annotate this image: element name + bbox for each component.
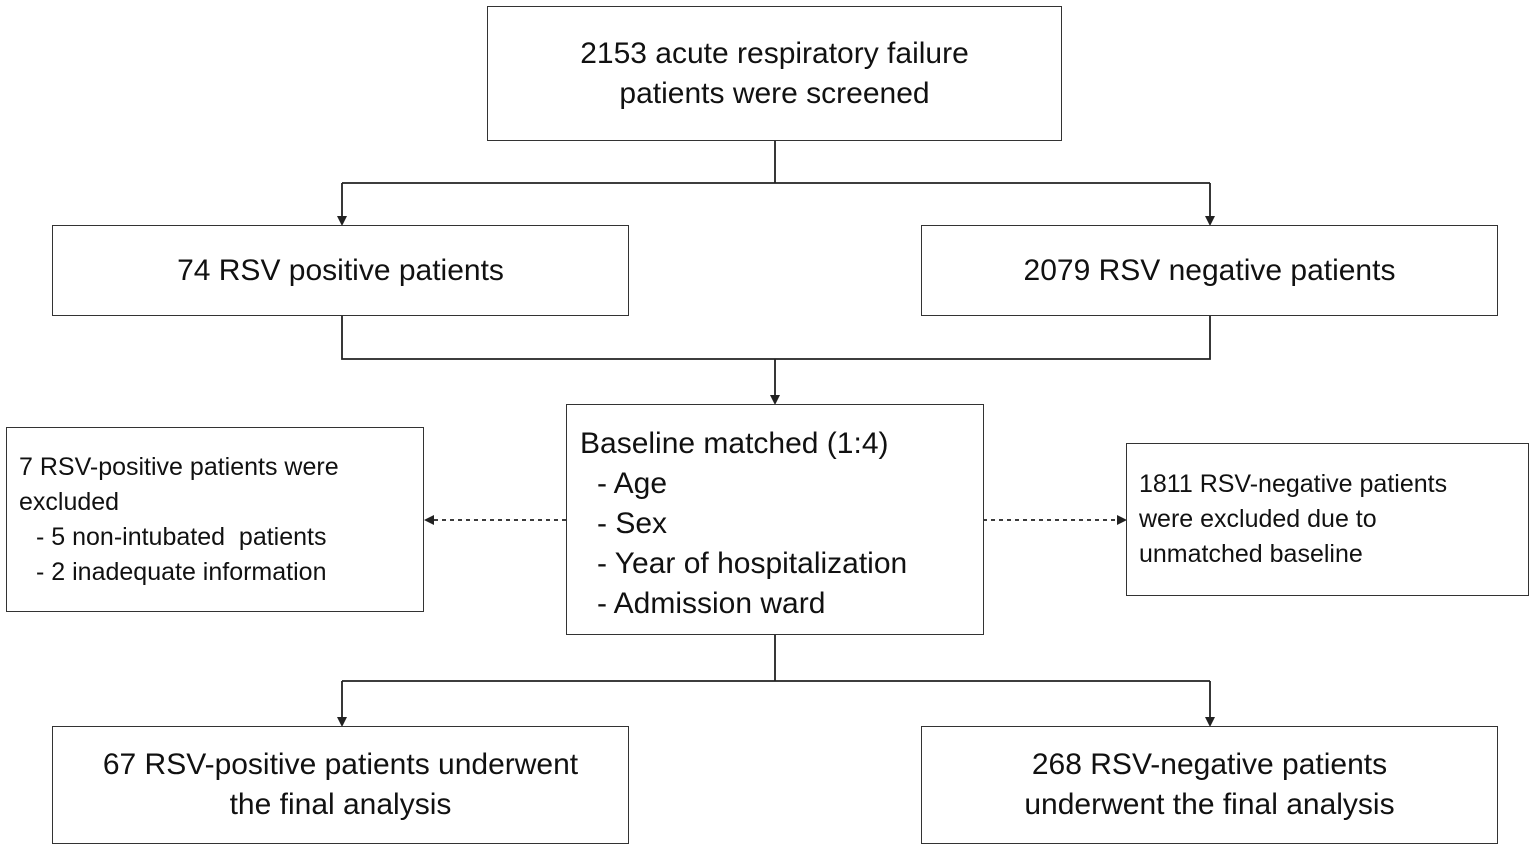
excluded-positive-line1: 7 RSV-positive patients were [19,452,339,481]
final-negative-box: 268 RSV-negative patients underwent the … [921,726,1498,844]
final-positive-line1: 67 RSV-positive patients underwent [102,748,579,781]
rsv-positive-box: 74 RSV positive patients [52,225,629,316]
screened-line1: 2153 acute respiratory failure [580,36,969,70]
merge-line [341,315,1211,360]
excluded-positive-line2: excluded [19,487,120,516]
excluded-positive-box: 7 RSV-positive patients were excluded - … [6,427,424,612]
matching-box: Baseline matched (1:4) - Age - Sex - Yea… [566,404,984,635]
final-positive-box: 67 RSV-positive patients underwent the f… [52,726,629,844]
excluded-negative-line: were excluded due to [1139,505,1377,533]
exclusion-reason: - 2 inadequate information [36,557,327,586]
excluded-negative-box: 1811 RSV-negative patients were excluded… [1126,443,1529,596]
matching-title: Baseline matched (1:4) [580,427,889,460]
split-line-top [342,140,1210,184]
final-positive-line2: the final analysis [229,788,452,821]
criterion-year: - Year of hospitalization [597,547,908,580]
rsv-negative-label: 2079 RSV negative patients [1023,253,1396,287]
final-negative-line1: 268 RSV-negative patients [1031,748,1388,781]
final-negative-line2: underwent the final analysis [1024,788,1395,821]
split-line-bottom [342,634,1210,682]
criterion-sex: - Sex [597,507,668,540]
criterion-ward: - Admission ward [597,587,826,620]
exclusion-reason: - 5 non-intubated patients [36,522,327,551]
rsv-positive-label: 74 RSV positive patients [177,253,504,287]
excluded-negative-line: 1811 RSV-negative patients [1139,470,1448,498]
screened-box: 2153 acute respiratory failure patients … [487,6,1062,141]
screened-line2: patients were screened [619,76,930,110]
excluded-negative-line: unmatched baseline [1139,540,1363,568]
rsv-negative-box: 2079 RSV negative patients [921,225,1498,316]
criterion-age: - Age [597,467,668,500]
